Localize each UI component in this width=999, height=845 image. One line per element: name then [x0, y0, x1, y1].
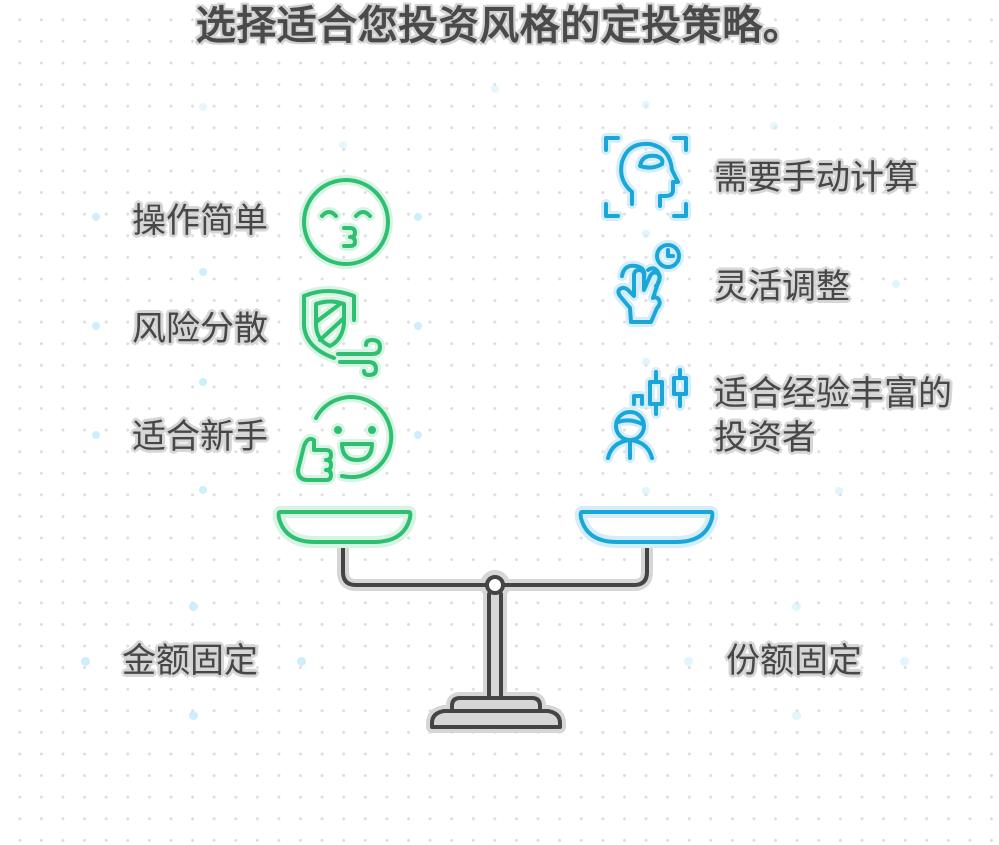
right-feature-label: 适合经验丰富的 投资者 — [714, 372, 952, 460]
investor-candlestick-icon — [603, 365, 691, 463]
decor-dot — [642, 487, 650, 495]
decor-dot — [199, 103, 207, 111]
decor-dot — [92, 213, 100, 221]
page-title: 选择适合您投资风格的定投策略。 — [195, 3, 804, 49]
decor-dot — [199, 268, 207, 276]
decor-dot — [81, 657, 90, 666]
left-feature-label: 适合新手 — [132, 417, 268, 457]
decor-dot — [414, 213, 422, 221]
left-feature-label: 操作简单 — [132, 201, 268, 241]
decor-dot — [92, 322, 100, 330]
decor-dot — [189, 602, 198, 611]
right-feature-label: 灵活调整 — [714, 267, 850, 307]
right-feature-label-line1: 适合经验丰富的 — [714, 374, 952, 414]
decor-dot — [189, 711, 198, 720]
decor-dot — [642, 101, 650, 109]
decor-dot — [199, 378, 207, 386]
head-scan-icon — [601, 133, 691, 221]
right-feature-label-line2: 投资者 — [714, 418, 816, 458]
shield-wind-icon — [299, 286, 385, 380]
decor-dot — [642, 230, 650, 238]
decor-dot — [92, 431, 100, 439]
kissing-face-icon — [299, 175, 393, 269]
decor-dot — [414, 322, 422, 330]
decor-dot — [642, 358, 650, 366]
decor-dot — [835, 487, 843, 495]
decor-dot — [491, 85, 499, 93]
hand-gesture-clock-icon — [613, 240, 684, 327]
decor-dot — [297, 657, 306, 666]
right-strategy-label: 份额固定 — [726, 641, 862, 681]
decor-dot — [792, 711, 801, 720]
decor-dot — [792, 602, 801, 611]
right-feature-label: 需要手动计算 — [714, 158, 918, 198]
left-feature-label: 风险分散 — [132, 309, 268, 349]
decor-dot — [900, 657, 909, 666]
decor-dot — [770, 122, 778, 130]
decor-dot — [339, 141, 347, 149]
decor-dot — [414, 431, 422, 439]
left-strategy-label: 金额固定 — [122, 641, 258, 681]
happy-face-thumbs-up-icon — [293, 392, 397, 485]
decor-dot — [892, 280, 900, 288]
decor-dot — [199, 486, 207, 494]
decor-dot — [684, 657, 693, 666]
